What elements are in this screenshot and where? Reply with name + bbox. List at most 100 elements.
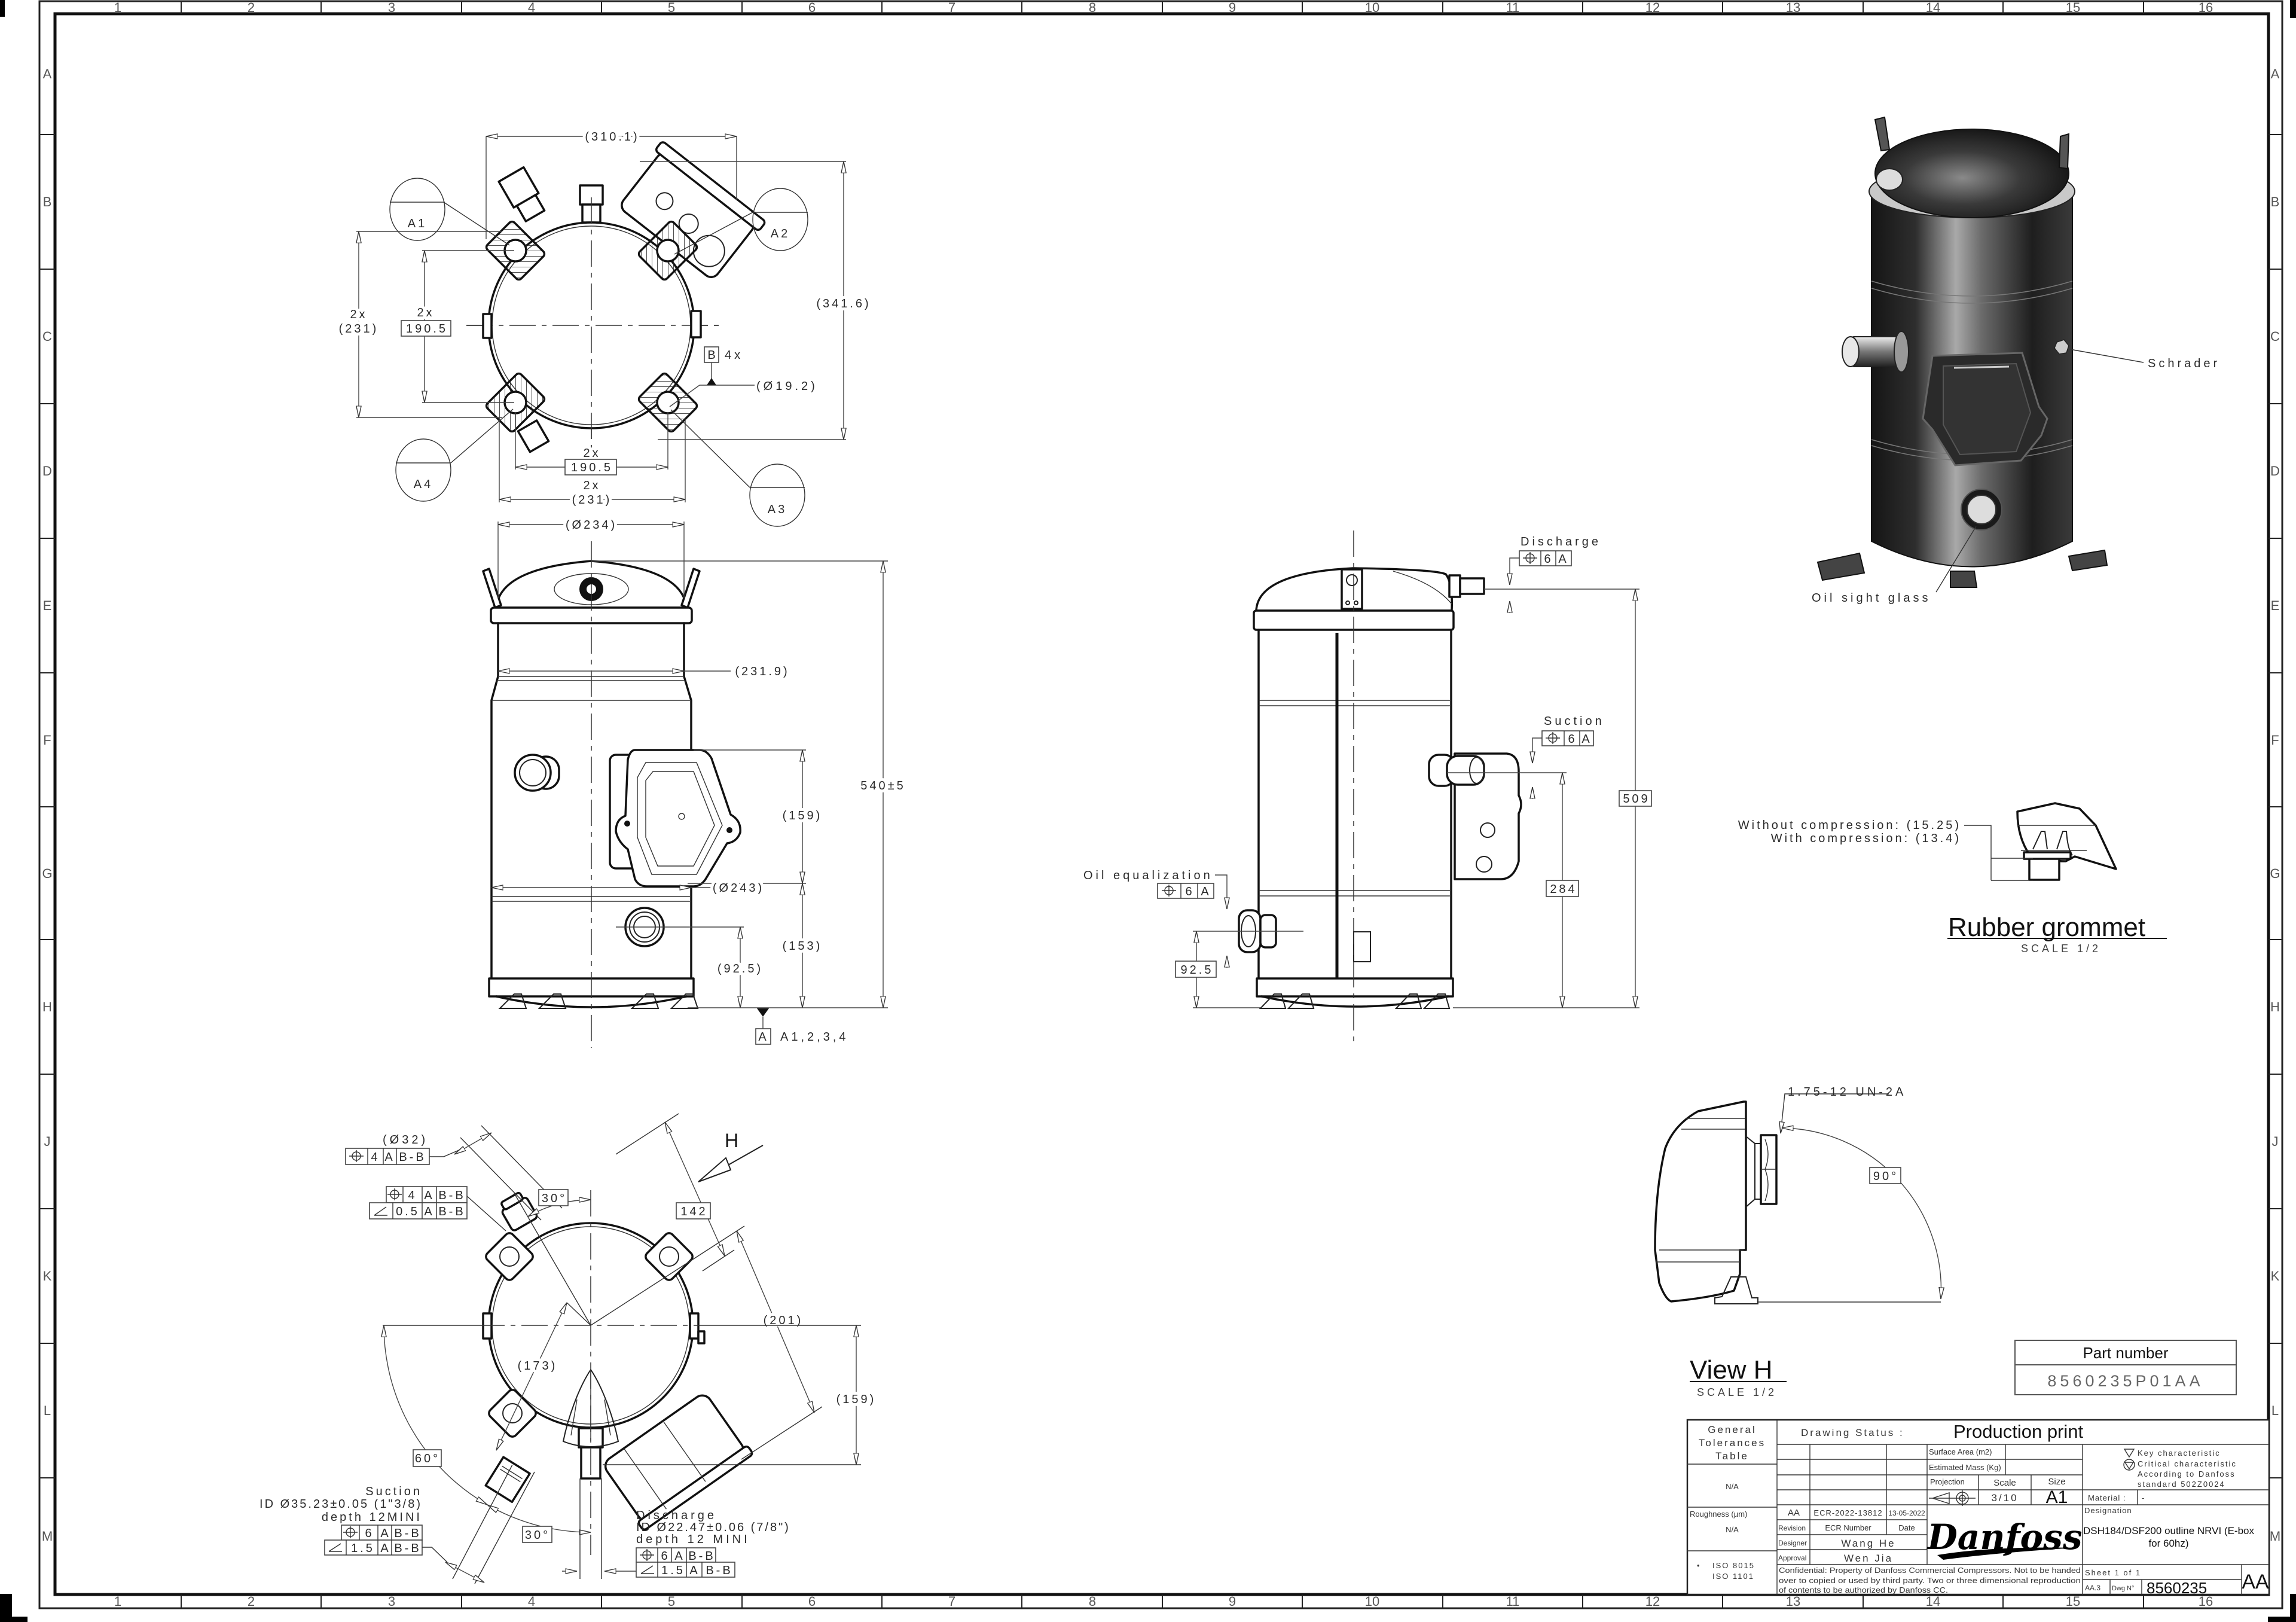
part-number-label: Part number	[2083, 1344, 2168, 1362]
sheet-count: Sheet 1 of 1	[2085, 1568, 2141, 1577]
base-band	[1256, 977, 1454, 998]
dim-qty: 2x	[350, 308, 367, 321]
row-label: K	[2271, 1269, 2280, 1283]
mounting-feet	[1259, 993, 1451, 1009]
dim-text: (159)	[783, 809, 823, 822]
dim-text: 92.5	[1181, 964, 1214, 977]
row-label: E	[43, 598, 52, 613]
angle-box	[522, 1526, 552, 1543]
angle-top: 30°	[514, 1189, 591, 1326]
column-label: 9	[1229, 0, 1236, 15]
suction-fitting	[1428, 754, 1485, 787]
cable-entry	[1476, 856, 1492, 873]
dim-qty: 2x	[583, 447, 600, 460]
mount-bubble-a1: A1	[389, 178, 510, 246]
key-characteristic-line: Key characteristic	[2138, 1449, 2221, 1458]
basic-dim-box	[1619, 790, 1652, 807]
column-label: 3	[388, 0, 395, 15]
angle-box	[413, 1449, 442, 1467]
terminal-box	[621, 141, 766, 278]
fcf-datum: A	[380, 1542, 390, 1555]
leader-line	[450, 408, 514, 464]
oil-equalization-fitting	[517, 419, 550, 453]
extension-lines	[688, 749, 806, 884]
dim-oil-diameter: (Ø32) 4 A B-B	[345, 1125, 563, 1221]
hole-leader	[669, 385, 755, 407]
row-label: F	[2271, 733, 2279, 748]
basic-dim-box	[1546, 880, 1579, 897]
row-label: D	[42, 464, 52, 478]
row-label: F	[43, 733, 51, 748]
column-label: 16	[2199, 1594, 2213, 1609]
bottom-view: H (Ø32) 4 A B-B 4 A B-B 0.5 A B-B 30°	[259, 1113, 877, 1584]
date-header: Date	[1898, 1523, 1915, 1532]
extension-lines	[422, 250, 514, 403]
dimension-line	[496, 1303, 567, 1450]
row-label: L	[44, 1403, 51, 1418]
mount-hole	[656, 239, 680, 263]
row-label: M	[2270, 1529, 2280, 1544]
fitting-lines	[500, 1465, 523, 1483]
lug-rivet	[1354, 600, 1358, 605]
dim-142: 142	[615, 1113, 735, 1272]
scan-edge	[0, 1594, 12, 1622]
bubble-outline	[389, 178, 445, 241]
bubble-label: A1	[408, 217, 427, 230]
fcf-dividers	[367, 1148, 397, 1164]
fcf-datum: B-B	[394, 1527, 421, 1540]
row-label: G	[42, 866, 52, 881]
bubble-label: A2	[771, 227, 790, 240]
column-label: 10	[1365, 1594, 1379, 1609]
designation-label: Designation	[2084, 1506, 2132, 1515]
column-label: 8	[1089, 0, 1096, 15]
row-label: J	[44, 1134, 51, 1149]
terminal-box-cover	[615, 749, 741, 888]
cable-entry	[1480, 822, 1495, 838]
part-number-frame	[2014, 1340, 2237, 1395]
fcf-dividers	[346, 1540, 392, 1555]
row-label: J	[2272, 1134, 2279, 1149]
position-icon	[1546, 732, 1560, 744]
datum-letter: A	[758, 1030, 768, 1044]
column-label: 14	[1926, 0, 1940, 15]
column-label: 4	[528, 0, 535, 15]
side-boss	[482, 1312, 493, 1340]
dim-text: (173)	[518, 1359, 558, 1373]
part-number-box: Part number 8560235P01AA	[2014, 1340, 2237, 1395]
dimension-line	[454, 1133, 491, 1154]
drawing-format: AA.3	[2085, 1584, 2100, 1592]
leader-line	[1532, 737, 1542, 763]
dim-overall-width: (310.1)	[486, 127, 737, 239]
column-label: 1	[114, 1594, 121, 1609]
dim-text: (159)	[836, 1393, 877, 1406]
fitting-stub	[1446, 755, 1485, 786]
oil-pickup-cone	[562, 1368, 619, 1447]
terminal-box-lid	[655, 141, 766, 231]
fcf-datum: A	[1201, 885, 1211, 898]
schrader-valve-render	[2054, 339, 2069, 355]
view-scale: SCALE 1/2	[1697, 1386, 1777, 1398]
fitting-neck	[515, 194, 546, 222]
dimension-line	[445, 1562, 484, 1583]
key-characteristic-line: According to Danfoss	[2138, 1469, 2236, 1478]
position-icon	[1162, 885, 1176, 897]
view-arrow-h: H	[698, 1130, 764, 1182]
bubble-label: A4	[414, 478, 433, 491]
angle-box	[538, 1189, 569, 1206]
dim-159: (159)	[603, 1325, 877, 1465]
dwg-number: 8560235	[2147, 1579, 2207, 1597]
datum-box	[704, 346, 719, 363]
discharge-port-render	[1876, 168, 1903, 191]
dim-text: (153)	[783, 940, 823, 953]
mount-hole	[503, 239, 527, 263]
critical-icon-triangle	[2124, 1462, 2135, 1470]
leader-line	[1510, 557, 1519, 585]
standards-bullet: •	[1697, 1561, 1700, 1570]
extension-lines	[579, 1478, 602, 1579]
fitting-nut	[1448, 574, 1461, 598]
revision-header: Revision	[1778, 1524, 1806, 1532]
angle-text: 90°	[1873, 1170, 1898, 1183]
position-icon	[349, 1150, 364, 1162]
dim-bottom-inner: 2x 190.5	[515, 413, 668, 475]
